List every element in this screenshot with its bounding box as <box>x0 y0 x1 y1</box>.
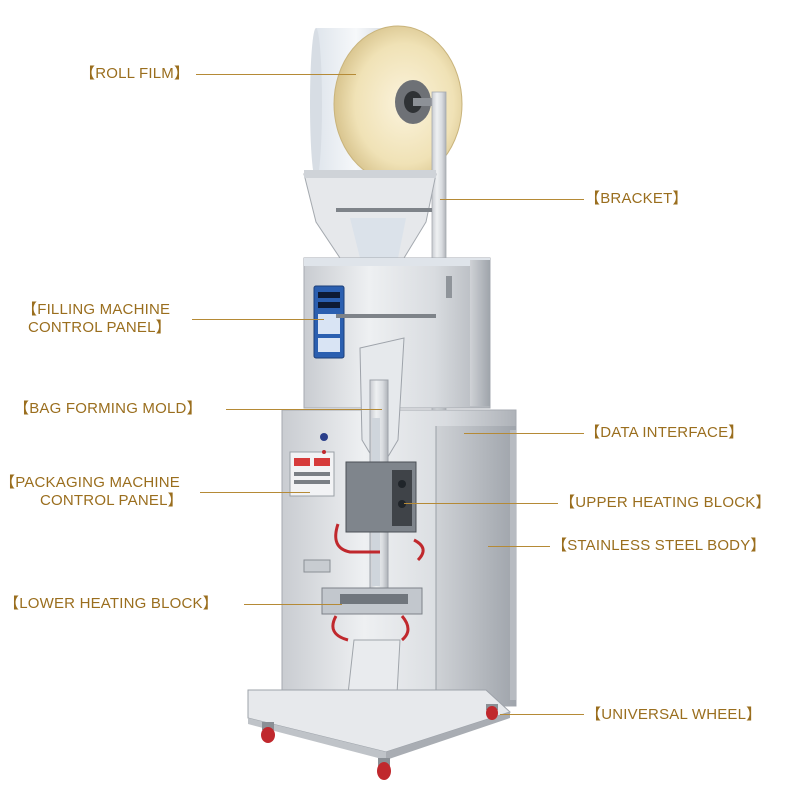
label-upper-heating-block: 【UPPER HEATING BLOCK】 <box>560 494 771 511</box>
leader-upper-heating-block <box>404 503 558 504</box>
label-packaging-panel-line2: CONTROL PANEL】 <box>40 492 183 509</box>
leader-bracket <box>440 199 584 200</box>
lower-heating-block <box>303 559 423 642</box>
leader-stainless-steel-body <box>488 546 550 547</box>
leader-data-interface <box>464 433 584 434</box>
label-stainless-steel-body: 【STAINLESS STEEL BODY】 <box>552 537 766 554</box>
leader-roll-film <box>196 74 356 75</box>
label-packaging-panel-line1: 【PACKAGING MACHINE <box>0 474 181 491</box>
base-plate <box>247 689 511 760</box>
label-bracket: 【BRACKET】 <box>585 190 688 207</box>
label-filling-panel-line1: 【FILLING MACHINE <box>22 301 171 318</box>
leader-lower-heating-block <box>244 604 342 605</box>
label-bag-forming-mold: 【BAG FORMING MOLD】 <box>14 400 202 417</box>
packaging-control-panel <box>289 433 335 497</box>
label-filling-panel-line2: CONTROL PANEL】 <box>28 319 171 336</box>
universal-wheels <box>261 704 498 780</box>
label-data-interface: 【DATA INTERFACE】 <box>585 424 744 441</box>
roll-film <box>310 25 463 183</box>
hopper <box>303 170 437 259</box>
upper-heating-block <box>334 461 425 562</box>
label-roll-film: 【ROLL FILM】 <box>80 65 190 82</box>
leader-filling-panel <box>192 319 324 320</box>
leader-bag-forming-mold <box>226 409 382 410</box>
label-universal-wheel: 【UNIVERSAL WHEEL】 <box>586 706 762 723</box>
leader-universal-wheel <box>500 714 584 715</box>
label-lower-heating-block: 【LOWER HEATING BLOCK】 <box>4 595 218 612</box>
leader-packaging-panel <box>200 492 310 493</box>
